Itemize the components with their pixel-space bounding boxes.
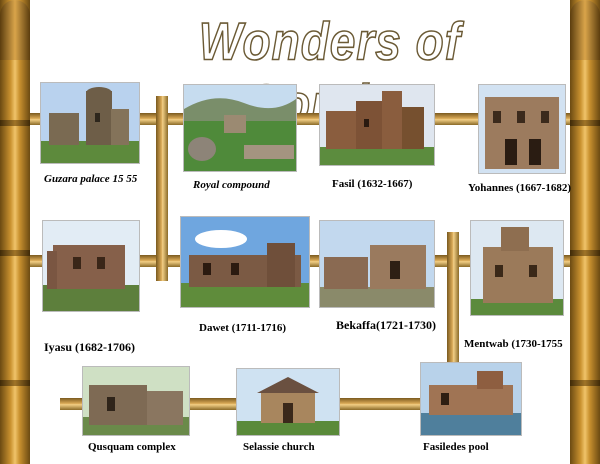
caption-fasil: Fasil (1632-1667) [332,178,413,190]
caption-iyasu: Iyasu (1682-1706) [44,340,136,354]
photo-yohannes [478,84,566,174]
caption-bekaffa: Bekaffa(1721-1730) [336,318,436,332]
caption-qusquam: Qusquam complex [88,441,176,453]
caption-yohannes: Yohannes (1667-1682) [468,182,571,194]
photo-selassie [236,368,340,436]
photo-mentwab [470,220,564,316]
left-pillar [0,0,30,464]
caption-guzara: Guzara palace 15 55 [44,173,138,185]
caption-royal: Royal compound [193,179,270,191]
caption-dawet: Dawet (1711-1716) [199,322,287,334]
vertical-connector-left [156,96,168,281]
vertical-connector-right [447,232,459,362]
photo-iyasu [42,220,140,312]
photo-bekaffa [319,220,435,308]
caption-selassie: Selassie church [243,441,315,453]
caption-mentwab: Mentwab (1730-1755 [464,338,563,350]
photo-guzara [40,82,140,164]
caption-fasiledes: Fasiledes pool [423,441,489,453]
photo-fasil [319,84,435,166]
photo-royal [183,84,297,172]
photo-fasiledes [420,362,522,436]
photo-dawet [180,216,310,308]
photo-qusquam [82,366,190,436]
right-pillar [570,0,600,464]
